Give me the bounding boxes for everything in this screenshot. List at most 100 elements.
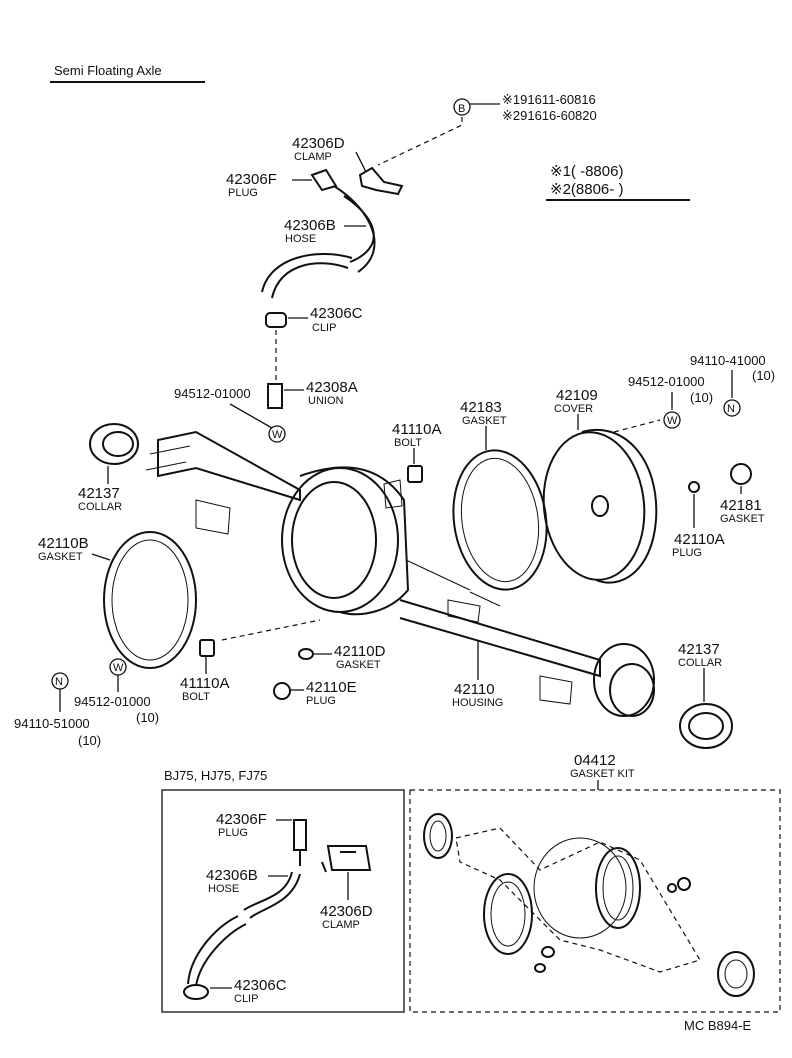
callout-inset-plug: 42306F PLUG: [216, 811, 292, 839]
callout-name: GASKET: [336, 659, 381, 671]
washer-marker: W: [667, 415, 678, 427]
gasket-d-part: [298, 648, 314, 660]
collar-left-part: [89, 423, 139, 465]
callout-housing: 42110 HOUSING: [452, 640, 503, 709]
callout-number: 42306B: [206, 867, 258, 884]
callout-name: PLUG: [218, 827, 248, 839]
washer-number: 94512-01000: [74, 694, 151, 709]
washer-w-right: 94512-01000 (10) W: [628, 374, 713, 429]
inset-plug-part: [293, 819, 307, 851]
callout-number: 42183: [460, 399, 502, 416]
callout-number: 42306B: [284, 217, 336, 234]
footer-code: MC B894-E: [684, 1018, 752, 1033]
washer-qty: (10): [78, 733, 101, 748]
callout-number: 42110A: [674, 531, 725, 548]
callout-name: HOSE: [208, 883, 239, 895]
callout-number: 42110: [454, 681, 495, 698]
callout-name: BOLT: [182, 691, 210, 703]
washer-marker: N: [727, 403, 735, 415]
plug-e-part: [273, 682, 291, 700]
washer-qty: (10): [752, 368, 775, 383]
bolt-top-part: [407, 465, 423, 483]
diagram-title: Semi Floating Axle: [54, 63, 162, 78]
callout-inset-clip: 42306C CLIP: [210, 977, 287, 1005]
symbol-b-line-2: ※291616-60820: [502, 108, 597, 123]
callout-number: 41110A: [392, 421, 442, 438]
callout-name: HOSE: [285, 233, 316, 245]
collar-right-part: [679, 703, 733, 749]
clip-top-part: [265, 312, 287, 328]
inset-box: [161, 789, 405, 1013]
callout-inset-hose: 42306B HOSE: [206, 867, 288, 895]
callout-number: 42110B: [38, 535, 89, 552]
gasket-left-part: [103, 531, 197, 669]
cover-part: [542, 429, 658, 584]
legend: ※1( -8806) ※2(8806- ): [546, 163, 690, 201]
washer-number: 94110-51000: [14, 716, 90, 731]
union-part: [267, 383, 283, 409]
plug-right-part: [730, 463, 752, 485]
clamp-top-part: [358, 166, 404, 196]
washer-w-left-bottom: W 94512-01000 (10): [74, 658, 159, 725]
callout-bolt-top: 41110A BOLT: [392, 421, 442, 464]
callout-name: CLIP: [312, 322, 336, 334]
legend-row-2: ※2(8806- ): [550, 181, 623, 198]
callout-name: GASKET: [720, 513, 765, 525]
axle-housing-part: [145, 430, 655, 717]
callout-name: COLLAR: [678, 657, 722, 669]
washer-marker: N: [55, 676, 63, 688]
callout-number: 04412: [574, 752, 616, 769]
callout-name: PLUG: [672, 547, 702, 559]
symbol-b-line-1: ※191611-60816: [502, 92, 596, 107]
callout-name: COLLAR: [78, 501, 122, 513]
callout-number: 42110E: [306, 679, 357, 696]
callout-name: CLAMP: [322, 919, 360, 931]
callout-name: GASKET: [462, 415, 507, 427]
callout-plug-right: 42181 GASKET: [720, 486, 765, 525]
inset-parts: [183, 819, 372, 1000]
legend-row-1: ※1( -8806): [550, 163, 623, 180]
callout-number: 42306F: [216, 811, 267, 828]
callout-inset-clamp: 42306D CLAMP: [320, 872, 373, 931]
washer-marker: W: [272, 429, 283, 441]
symbol-b: B ※191611-60816 ※291616-60820: [377, 92, 597, 166]
washer-n-right: 94110-41000 (10) N: [690, 353, 775, 417]
callout-number: 42306D: [292, 135, 345, 152]
callout-number: 42306D: [320, 903, 373, 920]
callout-name: BOLT: [394, 437, 422, 449]
washer-n-left-bottom: N 94110-51000 (10): [14, 672, 101, 748]
washer-qty: (10): [690, 390, 713, 405]
inset-label: BJ75, HJ75, FJ75: [164, 768, 267, 783]
symbol-b-marker: B: [458, 103, 465, 115]
callout-bolt-bottom: 41110A BOLT: [180, 656, 230, 703]
callout-plug-top: 42306F PLUG: [226, 171, 312, 199]
hose-assembly-top: [261, 166, 404, 409]
callout-name: HOUSING: [452, 697, 503, 709]
washer-number: 94512-01000: [174, 386, 251, 401]
callout-number: 42306F: [226, 171, 277, 188]
callout-collar-right: 42137 COLLAR: [678, 641, 722, 702]
callout-collar-left: 42137 COLLAR: [78, 466, 122, 513]
plug-top-part: [310, 168, 338, 192]
inset-clamp-part: [321, 845, 372, 873]
callout-number: 42110D: [334, 643, 386, 660]
callout-gasket-left: 42110B GASKET: [38, 535, 111, 563]
callout-name: GASKET: [38, 551, 83, 563]
bolt-bottom-part: [199, 639, 215, 657]
callout-hose-top: 42306B HOSE: [284, 217, 366, 245]
callout-gasket-d: 42110D GASKET: [314, 643, 386, 671]
callout-plug-e: 42110E PLUG: [290, 679, 357, 707]
inset-clip-part: [183, 984, 209, 1000]
callout-number: 42137: [78, 485, 120, 502]
callout-number: 42306C: [234, 977, 287, 994]
washer-w-left-top: 94512-01000 W: [174, 386, 286, 443]
callout-number: 42137: [678, 641, 720, 658]
callout-gasket-kit: 04412 GASKET KIT: [570, 752, 635, 790]
callout-cover: 42109 COVER: [554, 387, 598, 430]
hose-top-part: [333, 185, 376, 273]
callout-name: GASKET KIT: [570, 768, 635, 780]
callout-number: 42181: [720, 497, 762, 514]
gasket-right-part: [688, 481, 700, 493]
gasket-kit-parts: [423, 813, 755, 997]
